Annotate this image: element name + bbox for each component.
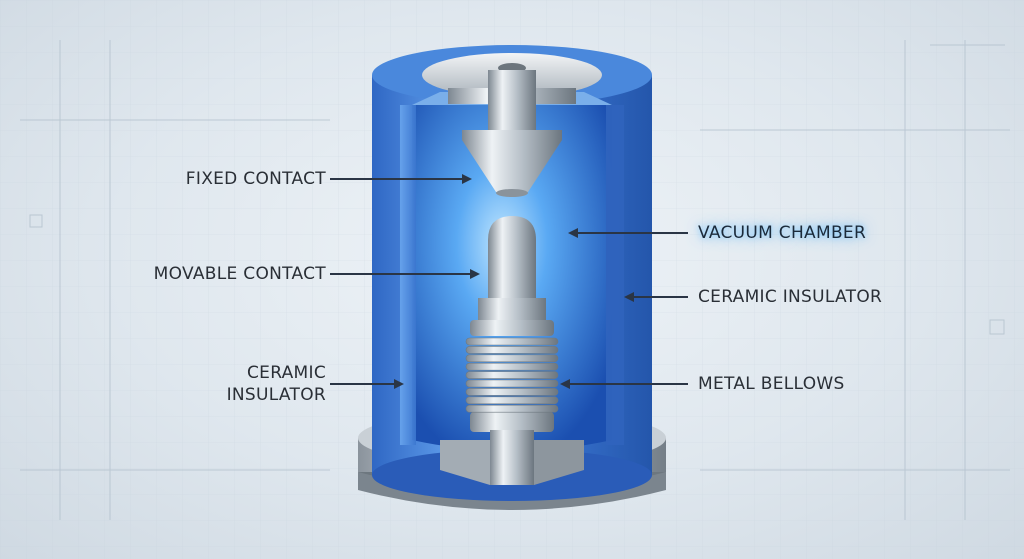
- bellows-convolution: [465, 396, 559, 405]
- metal-bellows: [465, 320, 559, 432]
- bellows-convolution: [465, 371, 559, 379]
- label-fixed-contact: FIXED CONTACT: [185, 169, 326, 189]
- fixed-contact: [448, 70, 576, 197]
- label-ceramic-insulator-left: CERAMIC INSULATOR: [227, 362, 326, 406]
- lower-stem: [440, 430, 584, 485]
- bellows-convolution: [465, 346, 559, 354]
- label-metal-bellows: METAL BELLOWS: [698, 374, 845, 394]
- bellows-convolution: [465, 362, 559, 371]
- label-ceramic-insulator-left-line1: CERAMIC: [246, 363, 326, 383]
- label-ceramic-insulator-left-line2: INSULATOR: [226, 385, 326, 405]
- leader-lines: [330, 174, 688, 389]
- bellows-convolution: [465, 354, 559, 363]
- label-vacuum-chamber: VACUUM CHAMBER: [698, 223, 867, 243]
- label-movable-contact: MOVABLE CONTACT: [153, 264, 326, 284]
- bellows-convolution: [465, 404, 559, 413]
- label-ceramic-insulator-right: CERAMIC INSULATOR: [698, 287, 883, 307]
- bellows-convolution: [465, 379, 559, 388]
- bellows-convolution: [465, 337, 559, 346]
- bellows-convolution: [465, 388, 559, 396]
- movable-contact: [478, 216, 546, 322]
